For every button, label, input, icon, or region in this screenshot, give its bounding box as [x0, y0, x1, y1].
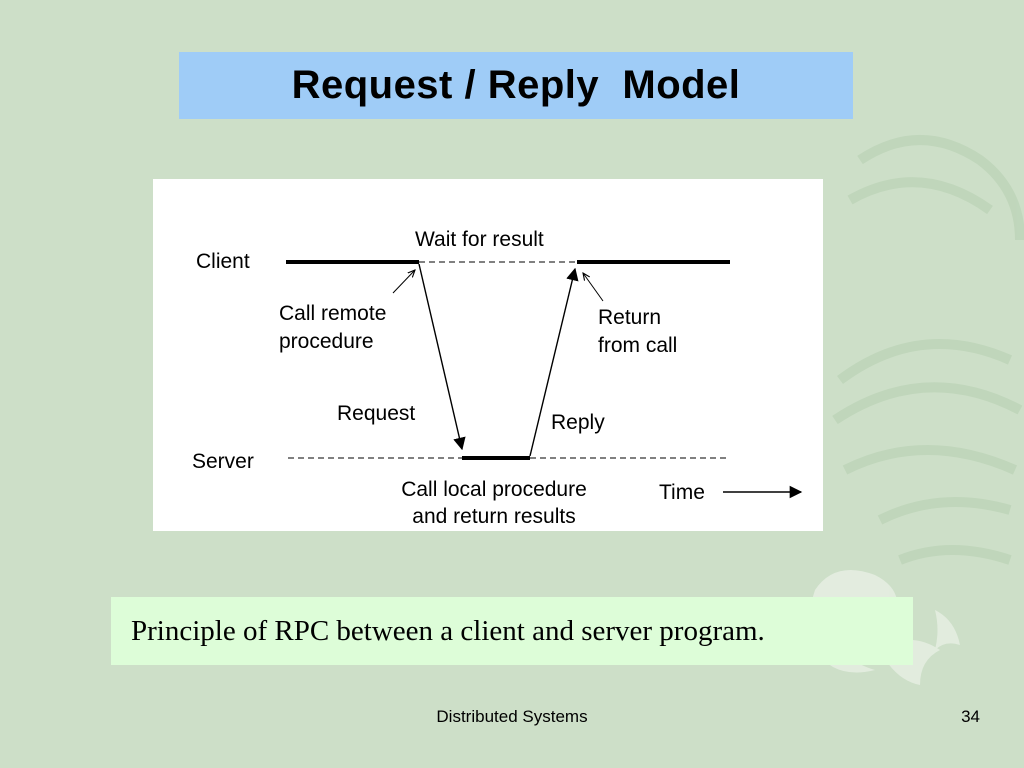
rpc-diagram-svg: Client Wait for result Server Request Re…: [192, 228, 803, 528]
rpc-diagram: Client Wait for result Server Request Re…: [153, 179, 823, 531]
footer-title: Distributed Systems: [436, 707, 588, 726]
caption-text: Principle of RPC between a client and se…: [131, 614, 765, 647]
call-local-label-line1: Call local procedure: [401, 478, 587, 501]
title-banner: Request / Reply Model: [179, 52, 853, 119]
server-label: Server: [192, 450, 254, 473]
client-label: Client: [196, 250, 250, 273]
reply-arrow: [529, 267, 579, 457]
page-number: 34: [961, 707, 980, 726]
call-local-label-line2: and return results: [412, 505, 575, 528]
return-label-line1: Return: [598, 306, 661, 329]
call-remote-label-line1: Call remote: [279, 302, 386, 325]
request-label: Request: [337, 402, 415, 425]
return-pointer: [583, 273, 604, 302]
slide-title: Request / Reply Model: [291, 63, 741, 107]
time-label: Time: [659, 481, 705, 504]
wait-for-result-label: Wait for result: [415, 228, 544, 251]
request-arrow: [418, 263, 466, 451]
call-remote-label-line2: procedure: [279, 330, 374, 353]
call-remote-pointer: [392, 270, 415, 294]
caption-box: Principle of RPC between a client and se…: [111, 597, 913, 665]
return-label-line2: from call: [598, 334, 677, 357]
reply-label: Reply: [551, 411, 605, 434]
